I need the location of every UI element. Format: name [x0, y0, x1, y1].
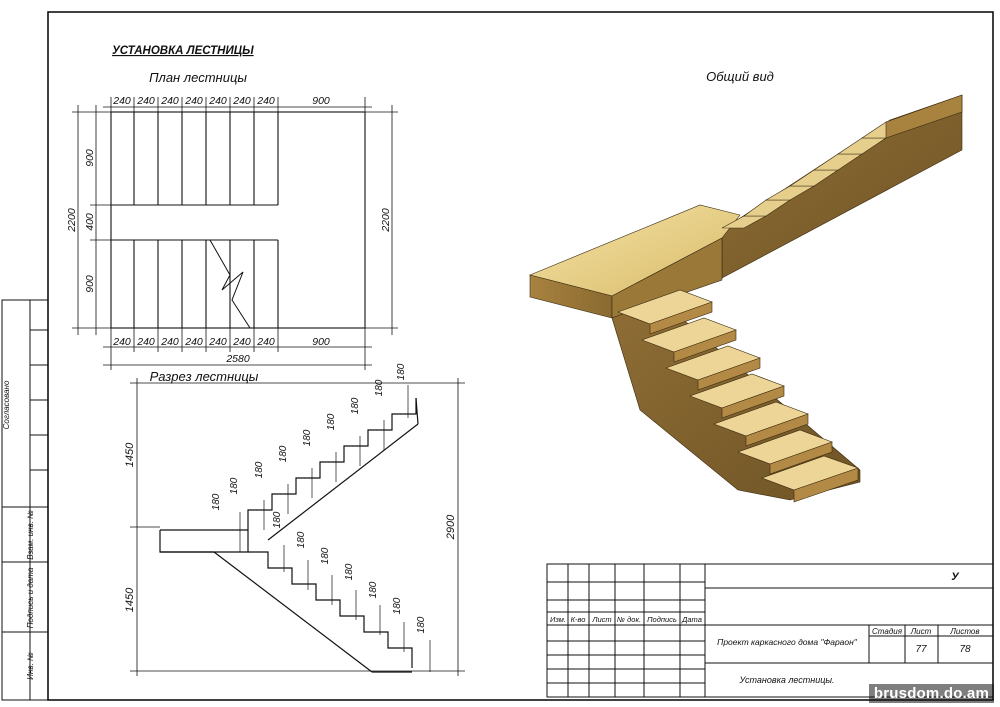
- section-title: Разрез лестницы: [150, 369, 259, 384]
- stamp-stage-label: Стадия: [872, 627, 903, 636]
- section-dim-total: 2900: [445, 514, 457, 540]
- stamp-header-signature: Подпись: [647, 615, 677, 624]
- stamp-code: У: [951, 571, 960, 583]
- riser-label-2: 180: [229, 477, 240, 494]
- section-dim-lower: 1450: [124, 587, 136, 612]
- riser-label-7: 180: [350, 397, 361, 414]
- stair-3d-view: [529, 94, 963, 503]
- watermark: brusdom.do.am: [868, 684, 994, 703]
- riser-label-15: 180: [392, 597, 403, 614]
- plan-dimensions-bottom: 240 240 240 240 240 240 240 900 2580: [112, 336, 330, 365]
- side-label-agreed: Согласовано: [2, 380, 11, 429]
- sheet-frame: [47, 11, 994, 701]
- plan-dim-bottom-8: 900: [312, 336, 330, 348]
- riser-label-12: 180: [320, 547, 331, 564]
- plan-dim-right-total: 2200: [380, 208, 392, 233]
- plan-dim-bottom-5: 240: [208, 336, 227, 348]
- riser-label-8: 180: [374, 379, 385, 396]
- plan-dim-left-3: 900: [84, 275, 96, 293]
- riser-label-3: 180: [254, 461, 265, 478]
- stair-section: [130, 378, 465, 676]
- plan-dim-top-2: 240: [136, 95, 155, 107]
- general-view-title: Общий вид: [706, 69, 774, 84]
- title-block: [546, 563, 994, 698]
- plan-title: План лестницы: [149, 70, 247, 85]
- riser-label-13: 180: [344, 563, 355, 580]
- plan-dim-bottom-6: 240: [232, 336, 251, 348]
- plan-dim-top-5: 240: [208, 95, 227, 107]
- side-label-signature: Подпись и дата: [26, 567, 35, 628]
- page-title: УСТАНОВКА ЛЕСТНИЦЫ: [112, 45, 254, 57]
- section-riser-labels: 180 180 180 180 180 180 180 180 180 180 …: [211, 363, 427, 633]
- plan-dim-top-6: 240: [232, 95, 251, 107]
- plan-dim-bottom-2: 240: [136, 336, 155, 348]
- stamp-headers: Изм. К-во Лист № док. Подпись Дата: [550, 615, 702, 624]
- section-riser-dims: [239, 385, 431, 672]
- plan-dim-top-3: 240: [160, 95, 179, 107]
- riser-label-14: 180: [368, 581, 379, 598]
- riser-label-4: 180: [278, 445, 289, 462]
- upper-flight-steps: [721, 94, 963, 229]
- riser-label-16: 180: [416, 616, 427, 633]
- stamp-header-doc: № док.: [617, 615, 641, 624]
- stamp-project: Проект каркасного дома "Фараон": [717, 637, 858, 647]
- lower-flight-steps: [617, 289, 859, 503]
- plan-dim-bottom-1: 240: [112, 336, 131, 348]
- stamp-header-date: Дата: [681, 615, 702, 624]
- stamp-drawing-name: Установка лестницы.: [738, 675, 834, 685]
- plan-dim-top-7: 240: [256, 95, 275, 107]
- stamp-header-change: Изм.: [550, 615, 566, 624]
- plan-dim-overall: 2580: [225, 353, 250, 365]
- stair-plan: [72, 97, 398, 370]
- plan-dim-top-8: 900: [312, 95, 330, 107]
- plan-dim-bottom-7: 240: [256, 336, 275, 348]
- plan-dim-left-total: 2200: [66, 208, 78, 233]
- plan-dim-left-1: 900: [84, 149, 96, 167]
- plan-dim-bottom-4: 240: [184, 336, 203, 348]
- side-margin: [1, 299, 49, 701]
- stamp-sheet-label: Лист: [910, 627, 932, 636]
- side-label-replace: Взам. инв. №: [26, 510, 35, 560]
- riser-label-1: 180: [211, 493, 222, 510]
- plan-dim-top-4: 240: [184, 95, 203, 107]
- plan-dim-top-1: 240: [112, 95, 131, 107]
- side-label-inventory: Инв. №: [26, 652, 35, 680]
- riser-label-11: 180: [296, 531, 307, 548]
- stamp-sheets-label: Листов: [949, 627, 979, 636]
- riser-label-6: 180: [326, 413, 337, 430]
- riser-label-9: 180: [396, 363, 407, 380]
- section-dim-upper: 1450: [124, 442, 136, 467]
- riser-label-10: 180: [272, 511, 283, 528]
- plan-dim-bottom-3: 240: [160, 336, 179, 348]
- plan-dim-left-2: 400: [84, 213, 96, 231]
- plan-dimensions-top: 240 240 240 240 240 240 240 900: [112, 95, 330, 107]
- riser-label-5: 180: [302, 429, 313, 446]
- stamp-sheets-number: 78: [959, 644, 971, 655]
- stamp-sheet-number: 77: [915, 644, 927, 655]
- plan-dimensions-side: 900 400 900 2200 2200: [66, 149, 392, 293]
- stamp-header-qty: К-во: [571, 615, 586, 624]
- stamp-header-sheet: Лист: [591, 615, 611, 624]
